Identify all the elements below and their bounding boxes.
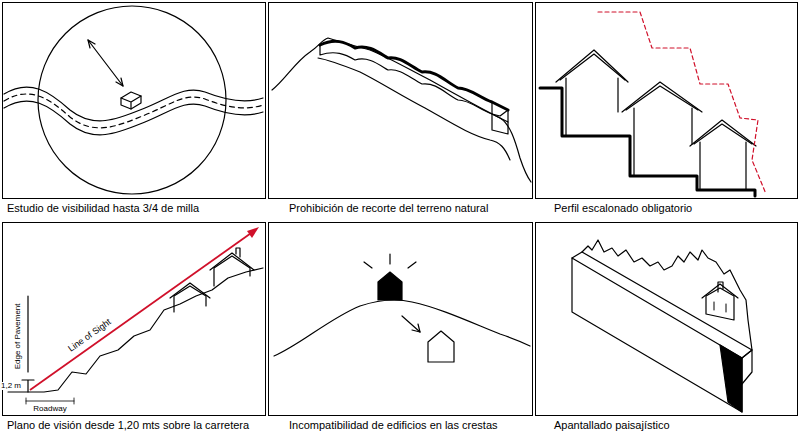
ridge-building <box>320 41 508 134</box>
slope-terrain <box>8 268 263 392</box>
slope-houses <box>170 248 254 312</box>
building-block <box>121 92 141 109</box>
panel-frame: Prohibición de recorte del terreno natur… <box>268 2 533 199</box>
line-of-sight <box>30 227 259 390</box>
panel-caption: Apantallado paisajístico <box>554 419 670 431</box>
panel-caption: Perfil escalonado obligatorio <box>554 202 692 214</box>
screened-house <box>702 282 738 320</box>
panel-frame: Perfil escalonado obligatorio <box>535 2 798 199</box>
panel-frame: Plano de visión desde 1,20 mts sobre la … <box>2 222 266 416</box>
view-distance-arrow <box>88 40 123 86</box>
panel-frame: Apantallado paisajístico <box>535 222 798 416</box>
roadway-bracket <box>26 398 74 404</box>
road <box>4 87 263 135</box>
screen-slab <box>572 240 752 412</box>
figure-label: 1,2 m <box>0 382 22 391</box>
stepped-houses <box>556 50 756 190</box>
panel-caption: Incompatibilidad de edificios en las cre… <box>289 419 498 431</box>
height-mark <box>22 380 34 392</box>
panel-frame: Incompatibilidad de edificios en las cre… <box>268 222 533 416</box>
height-envelope <box>598 12 766 194</box>
panel-caption: Estudio de visibilidad hasta 3/4 de mill… <box>7 202 199 214</box>
panel-caption: Prohibición de recorte del terreno natur… <box>289 202 488 214</box>
panel-caption: Plano de visión desde 1,20 mts sobre la … <box>7 419 249 431</box>
relocation-arrow <box>402 316 420 332</box>
figure-label: Edge of Pavement <box>14 302 23 370</box>
hill-profile <box>272 38 531 182</box>
crest-house <box>364 254 416 300</box>
panel-frame: Estudio de visibilidad hasta 3/4 de mill… <box>2 2 266 199</box>
relocated-house <box>428 331 454 362</box>
visibility-circle <box>38 6 226 194</box>
crest-hill <box>274 300 530 356</box>
pavement-edge <box>27 296 28 372</box>
stepped-terrain <box>540 88 755 196</box>
figure-label: Roadway <box>32 405 67 414</box>
